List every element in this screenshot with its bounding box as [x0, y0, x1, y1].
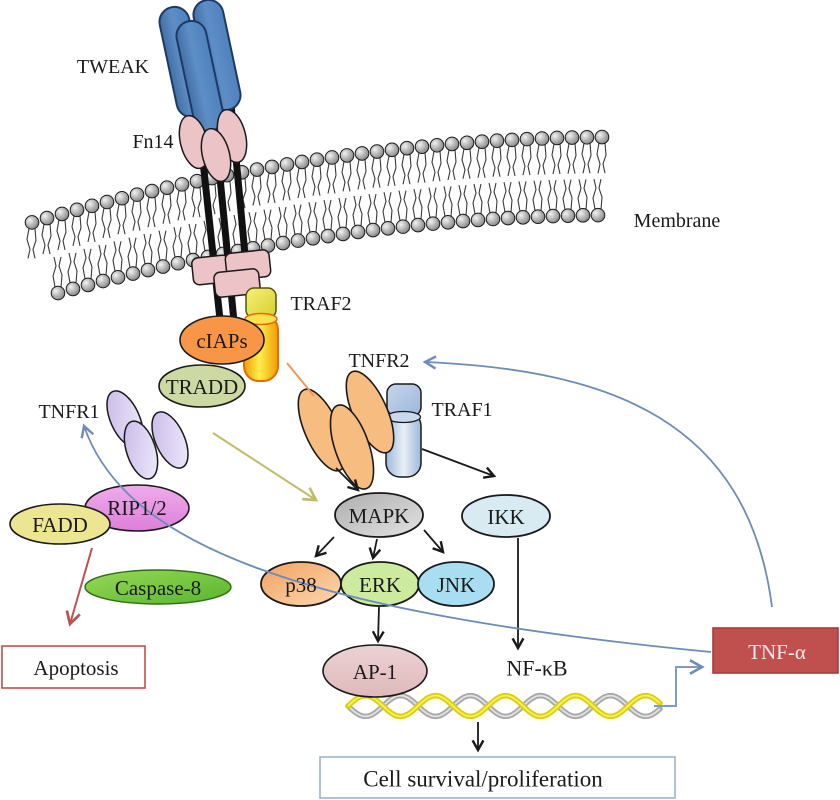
arrow-mapk-to-erk — [373, 538, 377, 558]
tnfr2-receptor — [297, 370, 395, 490]
jnk-label: JNK — [437, 573, 476, 597]
dna-helix — [345, 692, 663, 720]
ciaps-label: cIAPs — [196, 329, 247, 353]
mapk-label: MAPK — [349, 504, 410, 528]
caspase8-label: Caspase-8 — [115, 576, 201, 600]
tnfr2-domain — [329, 404, 375, 490]
fn14-receptor — [178, 108, 248, 183]
apoptosis-box — [1, 645, 146, 689]
tnfa-label: TNF-α — [748, 640, 806, 664]
tnfr2-label: TNFR2 — [348, 350, 409, 372]
arrow-fadd-to-apoptosis — [65, 547, 93, 627]
nfkb-label: NF-κB — [506, 656, 567, 681]
tnfr1-label: TNFR1 — [38, 401, 99, 423]
ikk-label: IKK — [487, 505, 524, 529]
cell-survival-box — [319, 756, 676, 799]
membrane-bilayer — [24, 129, 610, 301]
fn14-label: Fn14 — [132, 131, 173, 153]
membrane-label: Membrane — [634, 210, 721, 232]
arrow-tnfr2-to-mapk — [335, 467, 358, 490]
fadd-node — [9, 503, 111, 545]
fn14-domain — [200, 127, 232, 183]
ap1-label: AP-1 — [353, 660, 397, 684]
jnk-node — [417, 561, 495, 607]
tnfr1-domain — [151, 411, 189, 469]
arc-tnfa-to-tnfr2 — [422, 355, 773, 608]
arrow-traf2-to-tnfr2 — [286, 362, 315, 397]
ciaps-node — [179, 315, 265, 365]
tweak-label: TWEAK — [77, 56, 150, 78]
arrow-mapk-to-jnk — [423, 529, 443, 552]
tnfa-feedback-arcs — [80, 355, 773, 653]
traf1-molecule — [385, 383, 422, 478]
tradd-label: TRADD — [166, 375, 238, 399]
tnfr1-receptor — [106, 390, 189, 480]
arrow-erk-to-ap1 — [378, 606, 379, 641]
cell-survival-label: Cell survival/proliferation — [363, 767, 603, 792]
caspase8-node — [84, 569, 232, 605]
tweak-ligand-trimer — [158, 0, 242, 133]
traf1-label: TRAF1 — [431, 399, 492, 421]
tnfa-box — [712, 627, 839, 674]
tnfr1-domain — [123, 420, 159, 480]
ikk-node — [461, 494, 551, 538]
traf2-rim — [244, 312, 278, 326]
signal-arrows-black — [316, 448, 518, 750]
traf2-label: TRAF2 — [290, 293, 351, 315]
arc-tnfa-to-tnfr1 — [80, 423, 712, 653]
mapk-node — [334, 492, 424, 538]
connector-dna-to-tnfa — [654, 659, 705, 707]
fadd-label: FADD — [32, 513, 88, 537]
apoptosis-label: Apoptosis — [33, 656, 118, 680]
ap1-node — [322, 644, 428, 698]
arrow-traf1-to-ikk — [421, 448, 494, 476]
receptor-intracellular-domains — [191, 249, 272, 298]
erk-label: ERK — [359, 573, 401, 597]
p38-label: p38 — [285, 573, 317, 597]
arrow-tradd-to-mapk — [212, 432, 319, 502]
tradd-node — [158, 364, 246, 408]
arrow-mapk-to-p38 — [316, 536, 335, 556]
rip12-label: RIP1/2 — [107, 496, 167, 520]
